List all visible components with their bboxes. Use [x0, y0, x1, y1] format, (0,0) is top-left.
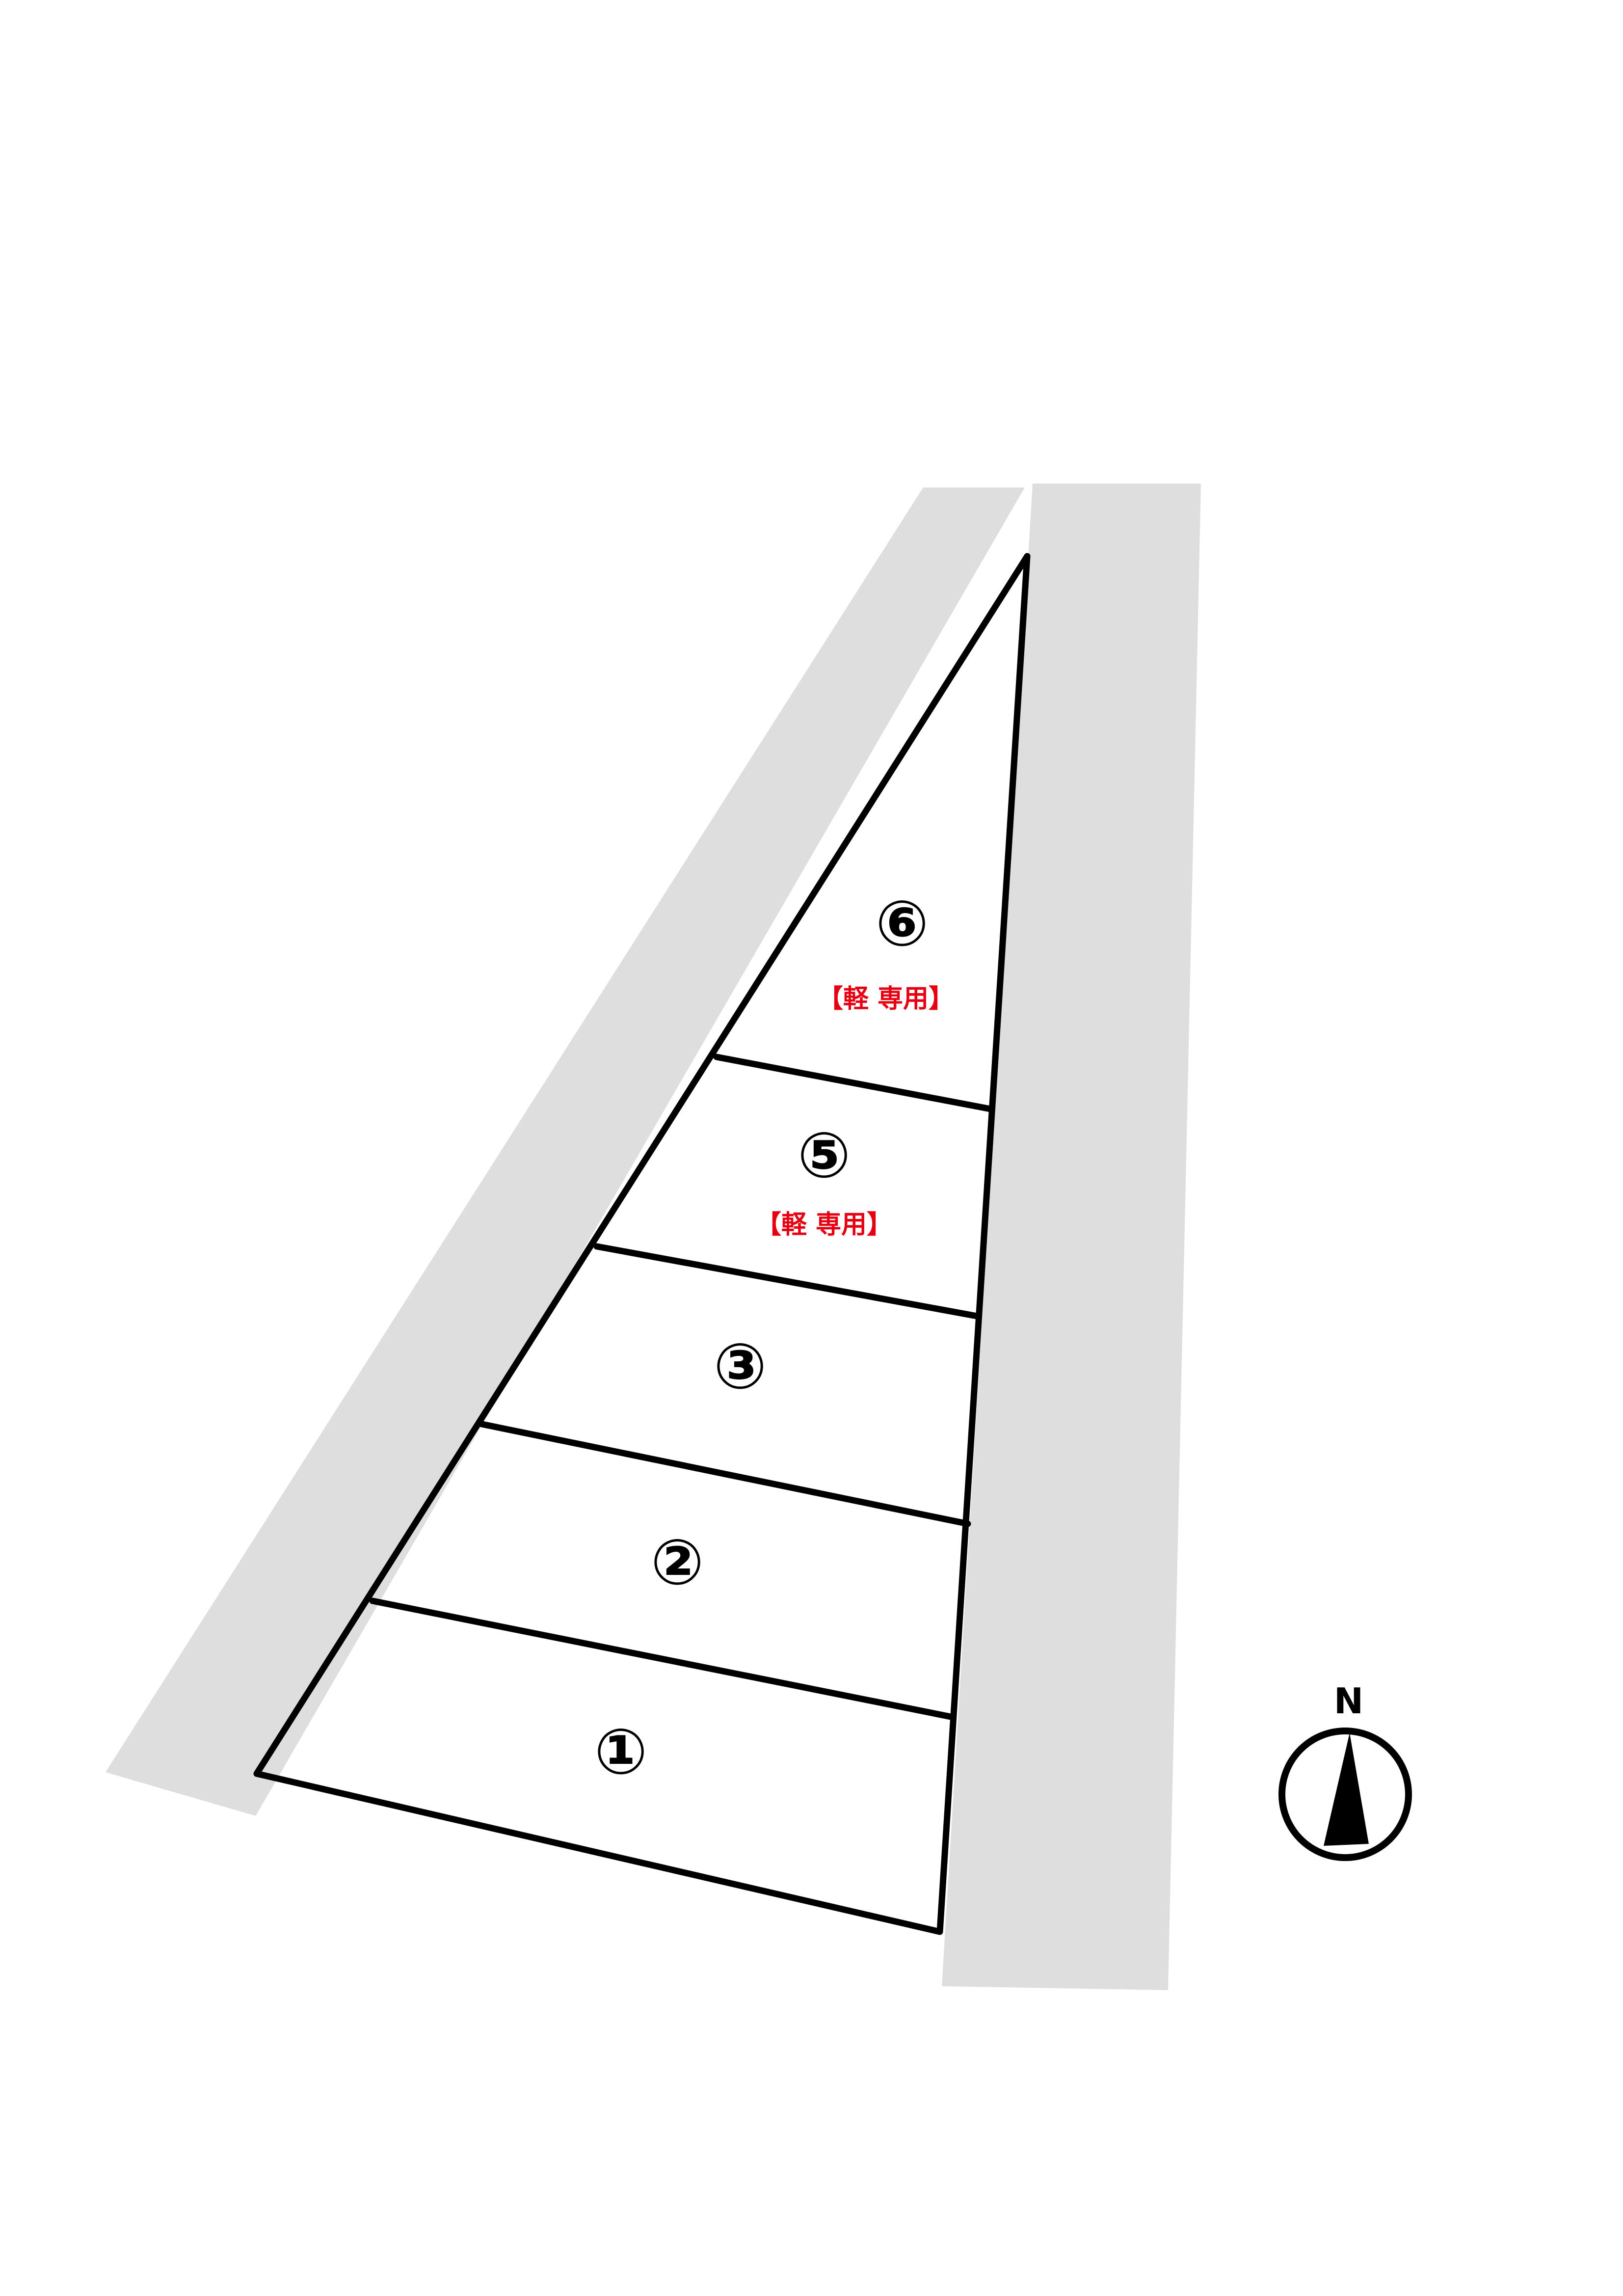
lot-6[interactable]: ⑥ 【軽 専用】 [818, 888, 954, 1014]
lot-note: 【軽 専用】 [756, 1210, 892, 1240]
lot-number: ② [651, 1526, 704, 1599]
compass: N [1278, 1680, 1412, 1861]
divider-lot3-lot5 [593, 1243, 981, 1320]
lot-number: ③ [714, 1330, 767, 1404]
lot-number: ⑥ [876, 888, 929, 961]
compass-label: N [1334, 1680, 1363, 1722]
lots-boundary [253, 553, 1031, 1935]
lot-5[interactable]: ⑤ 【軽 専用】 [756, 1119, 892, 1240]
lot-number: ① [594, 1716, 647, 1789]
divider-lot1-lot2 [369, 1597, 954, 1720]
divider-lot5-lot6 [713, 1053, 994, 1112]
north-arrow-icon [1324, 1733, 1369, 1846]
divider-lot2-lot3 [479, 1421, 971, 1527]
lot-number: ⑤ [798, 1119, 851, 1192]
lot-3[interactable]: ③ [714, 1330, 767, 1404]
lot-2[interactable]: ② [651, 1526, 704, 1599]
compass-ring [1278, 1728, 1412, 1861]
road-left [106, 487, 1025, 1816]
road-right [942, 484, 1201, 1990]
lot-note: 【軽 専用】 [818, 984, 954, 1014]
lot-1[interactable]: ① [594, 1716, 647, 1789]
